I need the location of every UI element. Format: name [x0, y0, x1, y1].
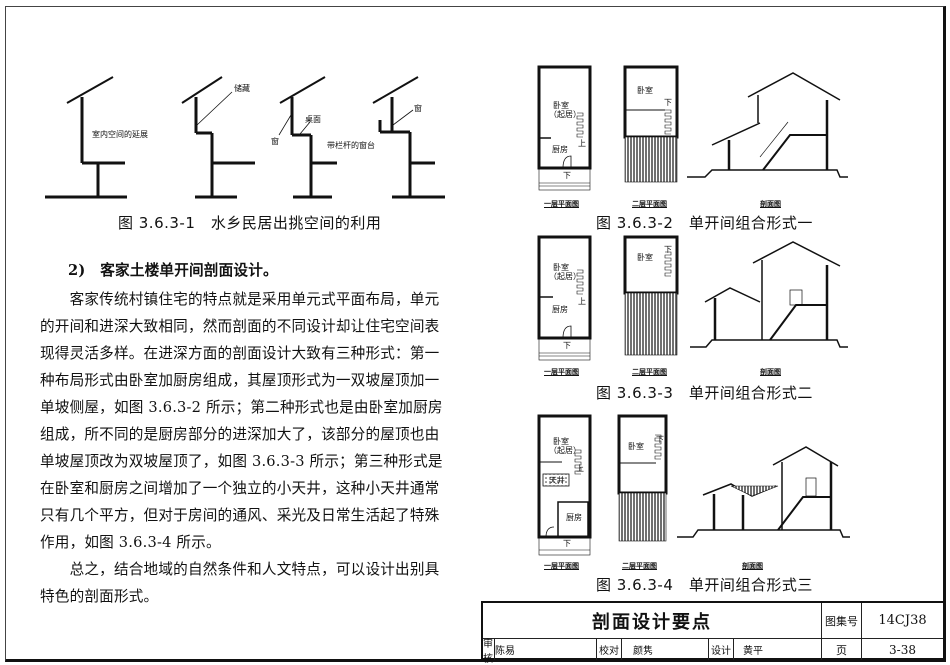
room-kitchen: 厨房 [566, 513, 582, 522]
designer-signature: 黄平 [772, 639, 822, 660]
label-railing-sill: 带栏杆的窗台 [327, 141, 375, 150]
stair-down-2: 下 [656, 435, 664, 444]
stair-down-2: 下 [664, 98, 672, 107]
figure2-plan-2 [623, 65, 679, 183]
figure3-section [690, 241, 848, 348]
drawing-title: 剖面设计要点 [483, 603, 822, 639]
title-block: 剖面设计要点 图集号 14CJ38 审核 陈易 陈易 校对 颜隽 颜隽 设计 黄… [481, 601, 945, 665]
body-line: 作用，如图 3.6.3-4 所示。 [40, 534, 221, 551]
body-line: 在卧室和厨房之间增加了一个独立的小天井，这种小天井通常 [40, 480, 440, 497]
figure2-section [687, 72, 848, 178]
body-line: 组成，所不同的是厨房部分的进深加大了，该部分的屋顶也由 [40, 426, 440, 443]
designer-name: 黄平 [743, 646, 763, 657]
body-line: 特色的剖面形式。 [40, 588, 159, 605]
reviewer-name: 陈易 [495, 646, 515, 657]
figure1-diagram-1 [45, 76, 127, 199]
room-bedroom-2: 卧室 [628, 442, 644, 451]
room-kitchen: 厨房 [552, 305, 568, 314]
figure3-caption: 图 3.6.3-3 单开间组合形式二 [596, 384, 813, 402]
stair-up: 上 [576, 464, 584, 473]
room-bedroom: 卧室 [553, 437, 569, 446]
figure1-diagram-4 [372, 76, 445, 199]
label-desk: 桌面 [305, 115, 321, 124]
figure4-caption: 图 3.6.3-4 单开间组合形式三 [596, 576, 813, 594]
page-border [5, 6, 946, 662]
plan-label-upper: 二层平面图 [632, 200, 667, 208]
plan-label-ground: 一层平面图 [544, 368, 579, 376]
stair-down: 下 [563, 171, 571, 180]
body-line: 客家传统村镇住宅的特点就是采用单元式平面布局，单元 [40, 291, 440, 308]
stair-down-2: 下 [664, 245, 672, 254]
room-courtyard: 天井 [549, 476, 565, 485]
room-kitchen: 厨房 [552, 145, 568, 154]
label-interior-extension: 室内空间的延展 [92, 130, 148, 139]
design-label: 设计 [709, 639, 734, 660]
room-bedroom: 卧室 [553, 101, 569, 110]
review-label: 审核 [483, 638, 495, 665]
figure2-caption: 图 3.6.3-2 单开间组合形式一 [596, 214, 813, 232]
figure3-plan-1 [537, 235, 592, 361]
body-line: 的开间和进深大致相同，然而剖面的不同设计却让住宅空间表 [40, 318, 440, 335]
body-line: 单坡屋顶改为双坡屋顶了，如图 3.6.3-3 所示；第三种形式是 [40, 453, 443, 470]
figure4-section [677, 446, 850, 538]
label-window: 窗 [271, 137, 279, 146]
figure1-diagram-3 [278, 76, 337, 199]
plan-label-ground: 一层平面图 [544, 562, 579, 570]
plan-label-upper: 二层平面图 [632, 368, 667, 376]
checker-signature: 颜隽 [664, 639, 709, 660]
body-line: 现得灵活多样。在进深方面的剖面设计大致有三种形式：第一 [40, 345, 440, 362]
room-living: （起居） [549, 272, 581, 281]
checker-name: 颜隽 [633, 646, 653, 657]
room-bedroom-2: 卧室 [637, 253, 653, 262]
stair-up: 上 [578, 139, 586, 148]
body-line: 种布局形式由卧室加厨房组成，其屋顶形式为一双坡屋顶加一 [40, 372, 440, 389]
room-bedroom: 卧室 [553, 263, 569, 272]
plan-label-upper: 二层平面图 [622, 562, 657, 570]
label-storage: 储藏 [234, 84, 250, 93]
figure1-caption: 图 3.6.3-1 水乡民居出挑空间的利用 [118, 214, 382, 232]
page-label: 页 [822, 639, 862, 660]
body-line: 只有几个平方，但对于房间的通风、采光及日常生活起了特殊 [40, 507, 440, 524]
room-bedroom-2: 卧室 [637, 86, 653, 95]
atlas-label: 图集号 [822, 603, 862, 639]
figure1-diagram-2 [181, 76, 255, 199]
body-line: 单坡侧屋，如图 3.6.3-2 所示；第二种形式也是由卧室加厨房 [40, 399, 443, 416]
plan-label-section: 剖面图 [742, 562, 763, 570]
figure3-plan-2 [623, 235, 679, 356]
stair-down: 下 [563, 539, 571, 548]
room-living: （起居） [549, 110, 581, 119]
check-label: 校对 [597, 639, 622, 660]
section-heading: 2) 客家土楼单开间剖面设计。 [68, 262, 278, 279]
atlas-number: 14CJ38 [862, 603, 943, 639]
figure4-plan-1 [537, 414, 592, 556]
body-line: 总之，结合地域的自然条件和人文特点，可以设计出别具 [40, 561, 440, 578]
label-window-2: 窗 [414, 104, 422, 113]
plan-label-section: 剖面图 [760, 368, 781, 376]
plan-label-ground: 一层平面图 [544, 200, 579, 208]
page-number: 3-38 [889, 642, 916, 657]
stair-up: 上 [578, 297, 586, 306]
plan-label-section: 剖面图 [760, 200, 781, 208]
figure2-plan-1 [537, 65, 592, 191]
figure4-plan-2 [617, 414, 668, 542]
room-living: （起居） [549, 446, 581, 455]
reviewer-signature: 陈易 [515, 639, 597, 660]
stair-down: 下 [563, 341, 571, 350]
